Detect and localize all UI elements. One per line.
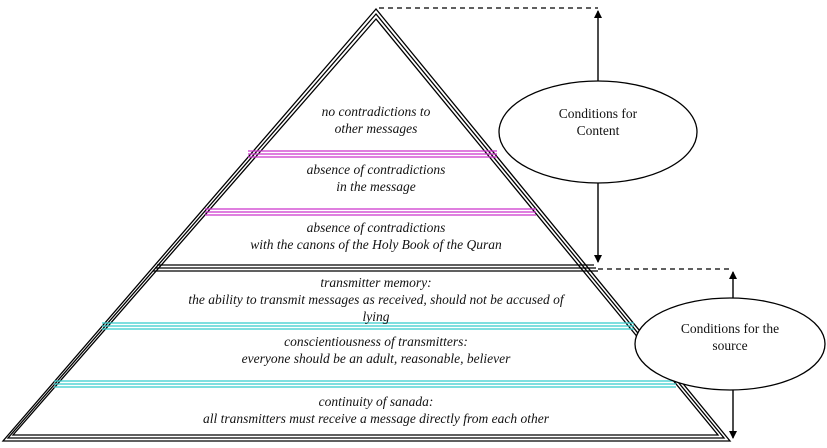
source-level-3-label: continuity of sanada: all transmitters m… — [202, 394, 550, 426]
source-level-2-label: conscientiousness of transmitters: every… — [241, 334, 511, 366]
content-level-3-label: absence of contradictions with the canon… — [250, 220, 502, 252]
content-level-1-label: no contradictions to other messages — [321, 104, 431, 136]
content-divider-1 — [248, 150, 497, 158]
content-level-2-label: absence of contradictions in the message — [306, 162, 446, 194]
pyramid-outline — [1, 7, 732, 442]
source-level-1-label: transmitter memory: the ability to trans… — [188, 275, 564, 324]
source-ellipse — [634, 297, 826, 391]
source-divider-1 — [102, 322, 634, 330]
source-conditions-label: Conditions for the source — [680, 321, 780, 353]
group-separator-line — [153, 264, 598, 272]
content-conditions-label: Conditions for Content — [558, 106, 638, 138]
content-divider-2 — [205, 208, 536, 216]
content-ellipse — [498, 80, 698, 184]
source-divider-2 — [54, 380, 676, 388]
